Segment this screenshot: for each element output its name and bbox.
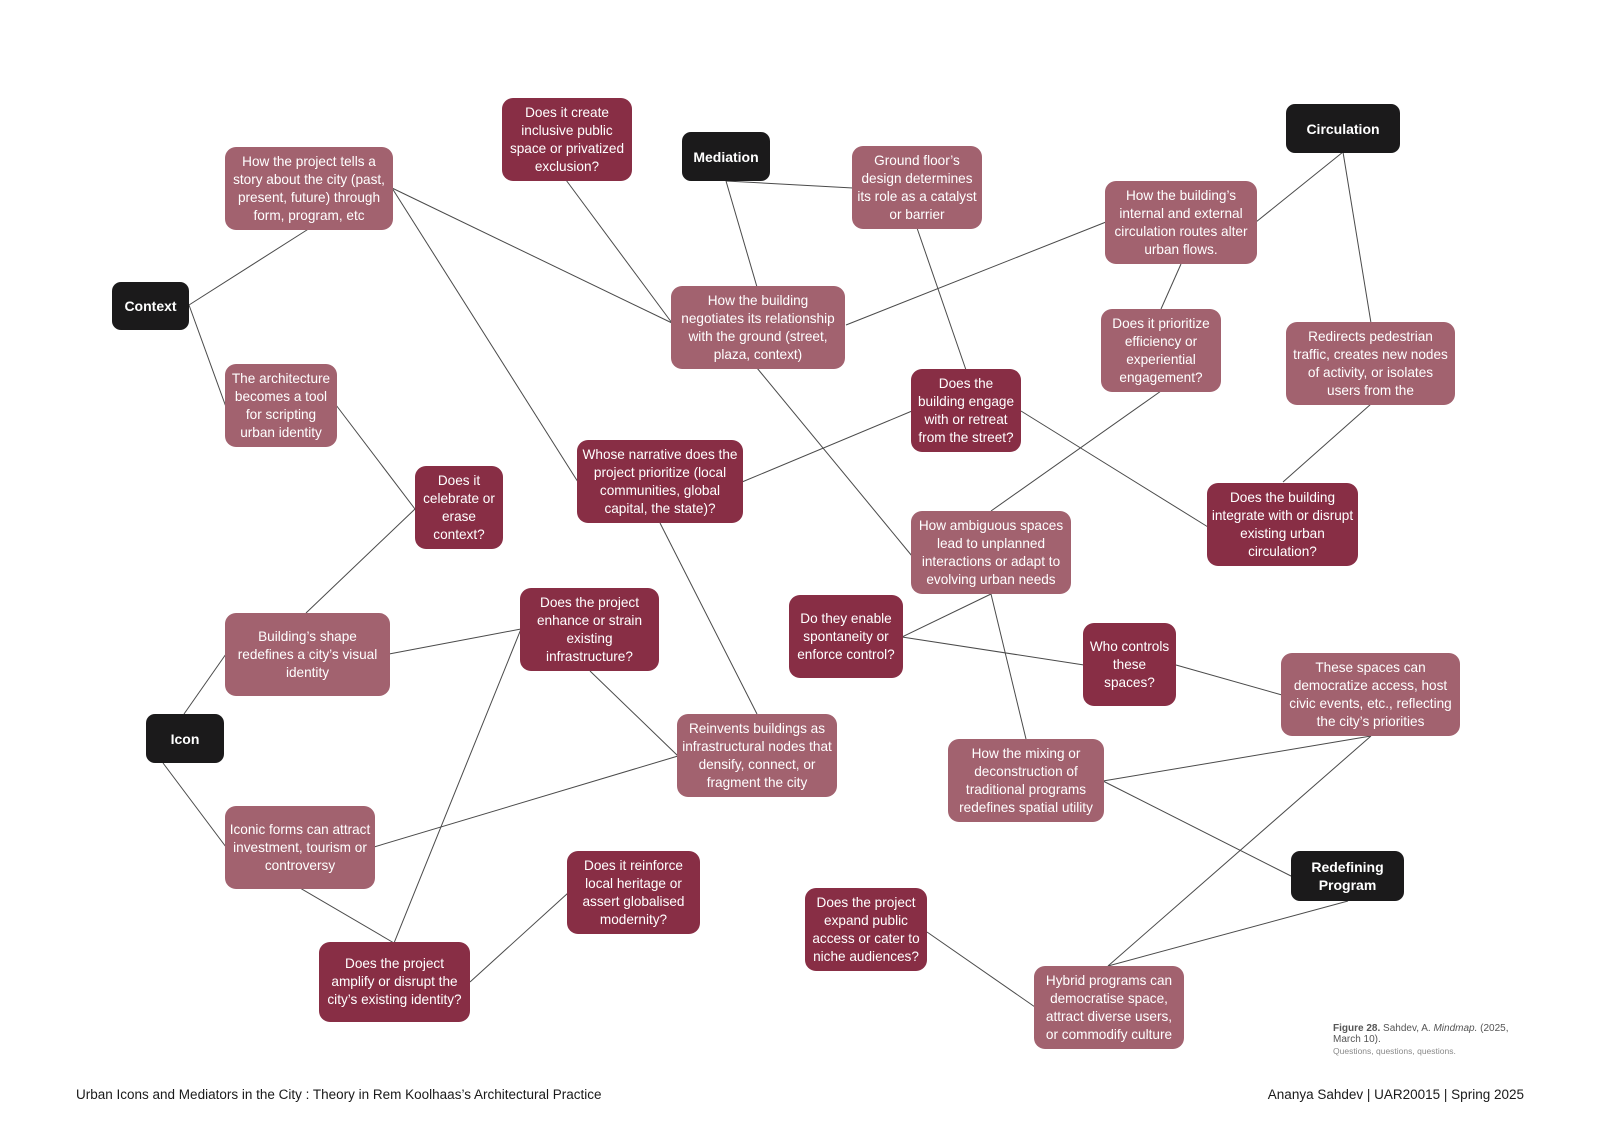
node-whose-narrative: Whose narrative does the project priorit… [577, 440, 743, 523]
connector-line [845, 221, 1107, 326]
connector-line [1102, 735, 1372, 782]
node-redirects-pedestrian: Redirects pedestrian traffic, creates ne… [1286, 322, 1455, 405]
node-hybrid-programs: Hybrid programs can democratise space, a… [1034, 966, 1184, 1049]
node-celebrate-or-erase: Does it celebrate or erase context? [415, 466, 503, 549]
connector-line [335, 404, 416, 510]
figure-author: Sahdev, A. [1383, 1023, 1431, 1034]
connector-line [391, 187, 673, 324]
connector-line [393, 628, 522, 944]
node-iconic-forms: Iconic forms can attract investment, tou… [225, 806, 375, 889]
figure-title: Mindmap. [1433, 1023, 1478, 1034]
footer-title: Urban Icons and Mediators in the City : … [76, 1087, 602, 1102]
node-ambiguous-spaces: How ambiguous spaces lead to unplanned i… [911, 511, 1071, 594]
connector-line [305, 508, 416, 614]
connector-line [469, 892, 569, 983]
node-who-controls: Who controls these spaces? [1083, 623, 1176, 706]
node-mixing-programs: How the mixing or deconstruction of trad… [948, 739, 1104, 822]
hub-circulation: Circulation [1286, 104, 1400, 153]
connector-line [1160, 263, 1182, 310]
connector-line [1175, 664, 1283, 696]
node-enhance-or-strain: Does the project enhance or strain exist… [520, 588, 659, 671]
connector-line [741, 410, 913, 483]
connector-line [589, 670, 679, 757]
connector-line [901, 593, 992, 638]
connector-line [756, 367, 913, 557]
connector-line [183, 653, 227, 715]
connector-line [1107, 900, 1349, 967]
node-reinvents-buildings: Reinvents buildings as infrastructural n… [677, 714, 837, 797]
connector-line [1255, 151, 1344, 223]
connector-line [725, 180, 758, 288]
connector-line [901, 636, 1085, 666]
footer-author-course: Ananya Sahdev | UAR20015 | Spring 2025 [1267, 1087, 1524, 1102]
connector-line [659, 522, 758, 715]
figure-caption: Figure 28. Sahdev, A. Mindmap. (2025, Ma… [1333, 1023, 1533, 1057]
connector-line [162, 762, 227, 848]
figure-date: (2025, March 10). [1333, 1023, 1509, 1045]
connector-line [1102, 780, 1294, 878]
connector-line [1020, 410, 1209, 528]
node-inclusive-public-space: Does it create inclusive public space or… [502, 98, 632, 181]
connector-line [725, 180, 854, 189]
node-internal-external-circulation: How the building’s internal and external… [1105, 181, 1257, 264]
connector-line [188, 227, 311, 306]
connector-line [388, 628, 522, 655]
connector-line [299, 887, 395, 944]
node-building-shape: Building’s shape redefines a city’s visu… [225, 613, 390, 696]
hub-mediation: Mediation [682, 132, 770, 181]
connector-line [1282, 403, 1372, 483]
figure-number: Figure 28. [1333, 1023, 1381, 1034]
connector-line [990, 593, 1027, 740]
node-expand-public-access: Does the project expand public access or… [805, 888, 927, 971]
figure-subtitle: Questions, questions, questions. [1333, 1046, 1456, 1056]
hub-redefining-program: Redefining Program [1291, 851, 1404, 901]
connector-line [1342, 151, 1372, 324]
node-heritage-or-modernity: Does it reinforce local heritage or asse… [567, 851, 700, 934]
node-scripting-urban-identity: The architecture becomes a tool for scri… [225, 364, 337, 447]
connector-line [373, 755, 679, 848]
node-engage-or-retreat: Does the building engage with or retreat… [911, 369, 1021, 452]
connector-line [926, 931, 1036, 1008]
node-democratize-access: These spaces can democratize access, hos… [1281, 653, 1460, 736]
hub-icon: Icon [146, 714, 224, 763]
node-amplify-or-disrupt: Does the project amplify or disrupt the … [319, 942, 470, 1022]
connector-line [188, 304, 227, 408]
hub-context: Context [112, 282, 189, 330]
node-efficiency-or-experiential: Does it prioritize efficiency or experie… [1101, 309, 1221, 392]
connector-line [565, 179, 673, 324]
connector-line [391, 187, 579, 483]
connector-line [916, 227, 967, 371]
node-negotiates-ground: How the building negotiates its relation… [671, 286, 845, 369]
node-integrate-or-disrupt: Does the building integrate with or disr… [1207, 483, 1358, 566]
node-story-about-city: How the project tells a story about the … [225, 147, 393, 230]
node-spontaneity-or-control: Do they enable spontaneity or enforce co… [789, 595, 903, 678]
node-ground-floor-design: Ground floor’s design determines its rol… [852, 146, 982, 229]
